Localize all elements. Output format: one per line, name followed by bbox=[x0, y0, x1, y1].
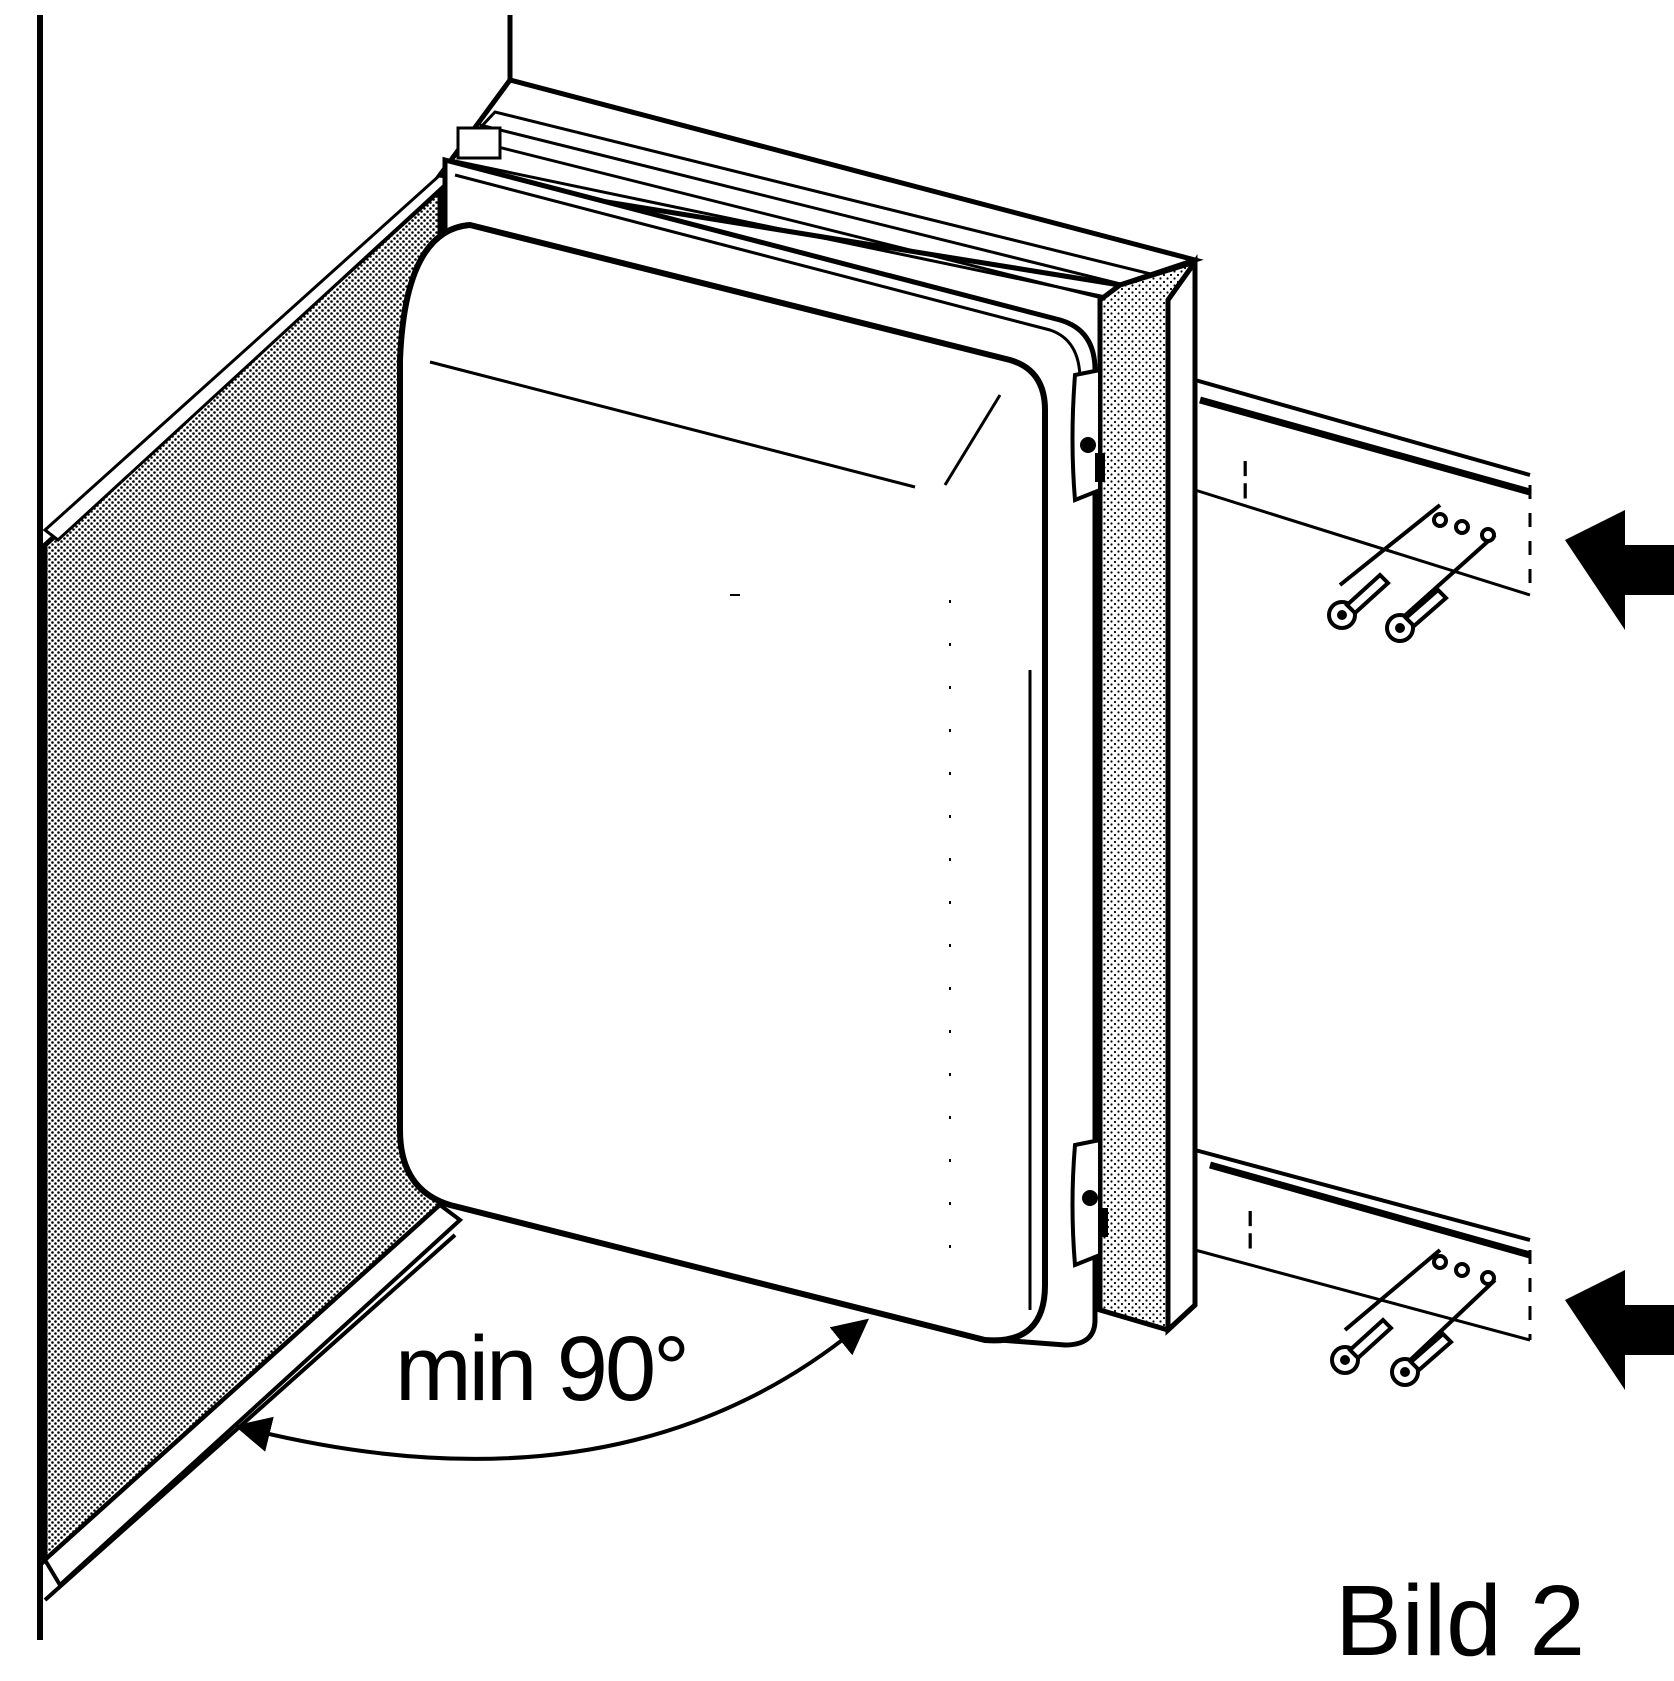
mounting-rail-upper: ¦ bbox=[1194, 378, 1532, 597]
cabinet-wall bbox=[37, 15, 513, 1640]
opening-angle-arc bbox=[234, 1318, 870, 1461]
cabinet-front-frame bbox=[1097, 254, 1198, 1336]
svg-text:¦: ¦ bbox=[1240, 455, 1250, 499]
figure-label: Bild 2 bbox=[1335, 1565, 1585, 1677]
arrow-left-icon bbox=[1565, 1270, 1674, 1390]
screw-icon bbox=[1330, 1248, 1497, 1387]
svg-text:¦: ¦ bbox=[1245, 1205, 1255, 1249]
angle-label: min 90° bbox=[395, 1318, 687, 1420]
arrow-left-icon bbox=[1565, 510, 1674, 630]
screw-icon bbox=[1327, 503, 1497, 643]
hinge-lower bbox=[1070, 1137, 1108, 1268]
mounting-rail-lower: ¦ bbox=[1194, 1148, 1532, 1342]
hinge-upper bbox=[1070, 367, 1105, 503]
appliance-door bbox=[397, 221, 1048, 1344]
